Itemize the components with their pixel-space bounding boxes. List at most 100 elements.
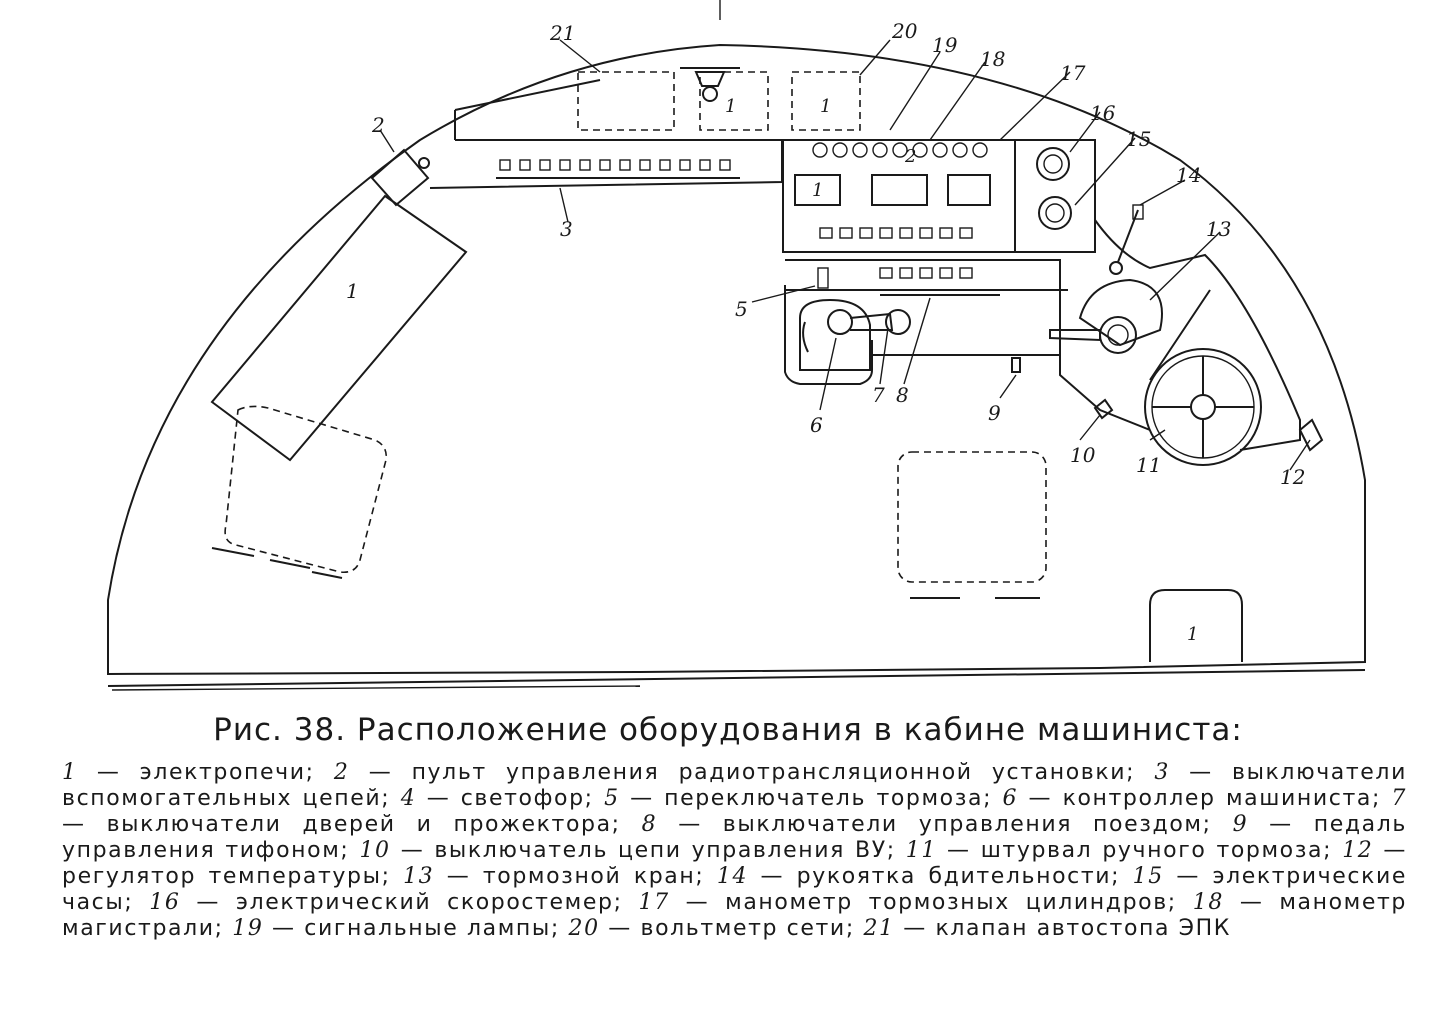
right-bulkhead — [1094, 140, 1301, 451]
legend-item: 19 — сигнальные лампы; — [232, 916, 560, 941]
callout-15: 15 — [1126, 127, 1151, 151]
legend-item: 3 — выключатели вспомогательных цепей; — [62, 760, 1407, 811]
callout-9: 9 — [988, 401, 1001, 425]
cab-layout-diagram: 21 20 19 18 17 16 15 14 13 2 3 5 6 7 8 9… — [107, 0, 1366, 691]
lower-console — [785, 259, 1151, 431]
legend-item-number: 5 — [604, 786, 620, 811]
brake-valve-hub-inner — [1107, 324, 1129, 346]
console-edge — [785, 289, 1068, 356]
left-heater — [210, 194, 468, 462]
legend-item: 20 — вольтметр сети; — [568, 916, 855, 941]
legend-item-text: выключатель цепи управления ВУ; — [434, 838, 896, 863]
inner-label-heater-bottom: 1 — [1187, 624, 1198, 645]
callout-2: 2 — [371, 113, 385, 137]
left-seat — [224, 405, 388, 574]
legend-item-text: тормозной кран; — [482, 864, 705, 889]
electric-clock — [1038, 196, 1072, 230]
callout-17: 17 — [1060, 61, 1086, 85]
inner-label-heater-1: 1 — [725, 96, 736, 117]
auxiliary-switch-row — [496, 159, 740, 179]
callout-1-left: 1 — [346, 279, 359, 303]
top-shelf-front — [429, 140, 783, 189]
left-seat-feet — [211, 547, 343, 579]
legend-item-number: 14 — [716, 864, 749, 889]
hand-brake-wheel — [1144, 348, 1262, 466]
legend-item-text: рукоятка бдительности; — [796, 864, 1121, 889]
callout-3: 3 — [560, 217, 573, 241]
vigilance-base — [1132, 204, 1144, 220]
legend-item: 4 — светофор; — [400, 786, 594, 811]
legend-item-text: сигнальные лампы; — [304, 916, 560, 941]
legend-item-number: 1 — [62, 760, 78, 785]
legend-item-number: 7 — [1391, 786, 1407, 811]
brake-valve-sector — [1078, 278, 1163, 347]
brake-cylinder-gauge — [947, 174, 991, 206]
wall-line — [454, 79, 601, 111]
hand-brake-wheel-hub — [1190, 394, 1216, 420]
callout-12: 12 — [1280, 465, 1305, 489]
inner-label-gauge-2: 2 — [904, 146, 916, 167]
floor-line-2 — [111, 685, 641, 691]
speedometer — [1036, 147, 1070, 181]
lower-switch-row — [819, 227, 973, 239]
callout-5: 5 — [735, 297, 748, 321]
epk-valve-box — [577, 71, 675, 131]
legend-item: 9 — педаль управления тифоном; — [62, 812, 1407, 863]
controller-handle — [849, 312, 894, 331]
legend-item-text: переключатель тормоза; — [664, 786, 993, 811]
callout-21: 21 — [549, 21, 575, 45]
legend-item: 15 — электрические часы; — [62, 864, 1408, 915]
callout-14: 14 — [1176, 163, 1201, 187]
callout-18: 18 — [980, 47, 1005, 71]
controller-housing — [784, 285, 873, 385]
legend-item: 18 — манометр магистрали; — [62, 890, 1407, 941]
hand-brake-wheel-spokes — [1152, 356, 1254, 458]
legend-item: 8 — выключатели управления поездом; — [641, 812, 1212, 837]
train-control-switches — [879, 267, 1000, 296]
legend-item: 2 — пульт управления радиотрансляционной… — [333, 760, 1136, 785]
callout-20: 20 — [891, 19, 918, 43]
electric-clock-inner — [1045, 203, 1065, 223]
heater-box-top — [699, 71, 769, 131]
inner-label-gauge-1: 1 — [812, 180, 823, 201]
legend-item-text: электропечи; — [139, 760, 315, 785]
typhon-pedal — [1011, 357, 1021, 373]
legend-item-number: 4 — [400, 786, 417, 811]
legend-item: 14 — рукоятка бдительности; — [716, 864, 1121, 889]
legend-item-number: 12 — [1342, 838, 1374, 863]
legend-item-number: 17 — [638, 890, 670, 915]
legend-item: 1 — электропечи; — [62, 760, 315, 785]
legend-item-number: 20 — [568, 916, 600, 941]
reverser-handle — [802, 321, 809, 353]
inner-label-heater-2: 1 — [820, 96, 831, 117]
legend-item-text: клапан автостопа ЭПК — [935, 916, 1231, 941]
legend-item: 12 — регулятор температуры; — [62, 838, 1408, 889]
legend-item-text: штурвал ручного тормоза; — [980, 838, 1333, 863]
legend-item-text: манометр тормозных цилиндров; — [725, 890, 1177, 915]
legend-item: 17 — манометр тормозных цилиндров; — [638, 890, 1177, 915]
legend-item: 13 — тормозной кран; — [403, 864, 705, 889]
legend-item: 5 — переключатель тормоза; — [604, 786, 993, 811]
callout-19: 19 — [932, 33, 958, 57]
heater-box-top-2 — [791, 71, 861, 131]
radio-panel — [370, 148, 430, 207]
callout-11: 11 — [1136, 453, 1161, 477]
legend-item-number: 16 — [149, 890, 181, 915]
legend-item-text: выключатели управления поездом; — [722, 812, 1212, 837]
right-seat — [897, 451, 1047, 583]
legend-item-number: 8 — [641, 812, 658, 837]
door-switch-knob — [885, 309, 911, 335]
signal-lamp-bulb — [702, 86, 718, 102]
legend-item-text: регулятор температуры; — [62, 864, 391, 889]
callout-8: 8 — [896, 383, 909, 407]
legend-item-text: выключатели дверей и прожектора; — [106, 812, 621, 837]
legend-item-text: пульт управления радиотрансляционной уст… — [411, 760, 1136, 785]
legend-item-text: электрический скоростемер; — [235, 890, 623, 915]
floor-line — [107, 669, 1366, 687]
signal-lamp-top — [680, 67, 740, 87]
callout-13: 13 — [1206, 217, 1231, 241]
legend-item-text: педаль управления тифоном; — [62, 812, 1407, 863]
legend-item: 21 — клапан автостопа ЭПК — [863, 916, 1231, 941]
callout-10: 10 — [1070, 443, 1096, 467]
vigilance-knob — [1109, 261, 1123, 275]
